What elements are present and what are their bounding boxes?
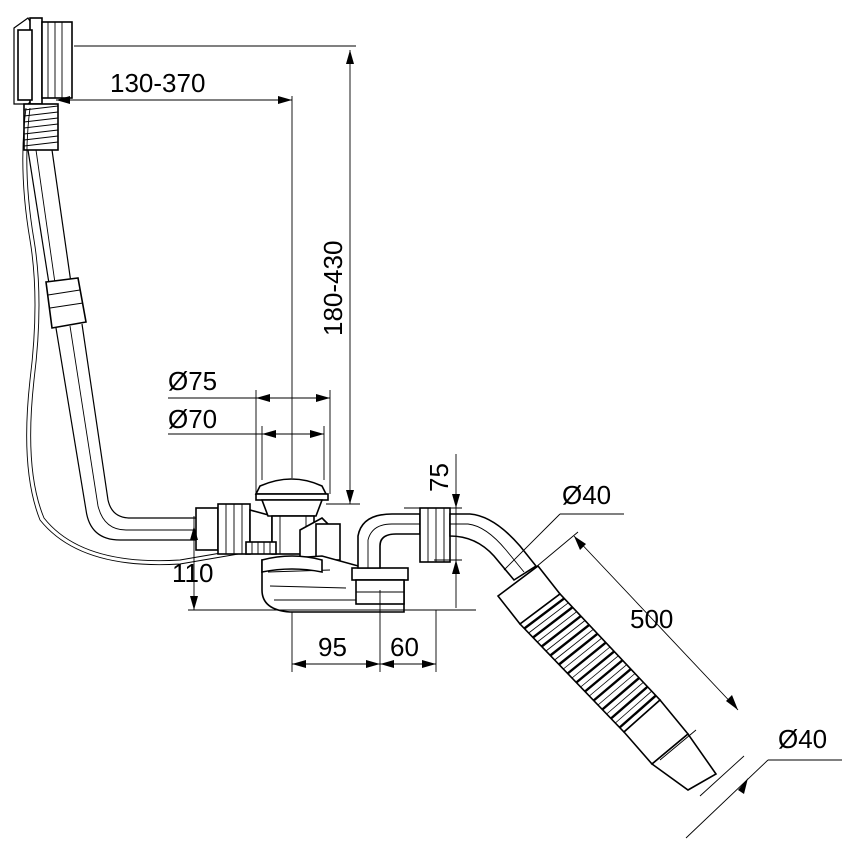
hose-rib	[580, 655, 619, 688]
hose-rib	[558, 632, 599, 666]
waste-body	[195, 478, 409, 613]
dim-outlet-offset-a: 95	[318, 632, 347, 662]
hose-rib	[584, 659, 624, 693]
dim-waste-height: 110	[172, 558, 213, 588]
hose-rib	[523, 597, 565, 630]
hose-rib	[563, 637, 602, 670]
hose-rib	[589, 664, 627, 697]
plug-head	[254, 478, 329, 555]
dim-overflow-offset: 130-370	[110, 68, 205, 98]
dim-outlet-offset-b: 60	[390, 632, 419, 662]
corrugated-hose	[496, 564, 718, 791]
overflow-middle-coupling	[45, 277, 87, 329]
dimension-labels: 130-370 180-430 Ø75 Ø70 75 110 95 60 Ø40…	[110, 68, 827, 754]
hose-rib	[615, 690, 652, 724]
dimension-lines	[56, 45, 842, 839]
hose-rib	[528, 602, 569, 634]
dim-hose-diameter-end: Ø40	[778, 724, 827, 754]
hose-rib	[540, 615, 582, 648]
dim-overflow-height: 180-430	[318, 241, 348, 336]
hose-rib	[618, 694, 657, 729]
hose-rib	[592, 668, 632, 702]
hose-rib	[597, 673, 636, 706]
hose-rib	[571, 646, 611, 679]
dim-hose-length: 500	[630, 604, 673, 634]
dim-inner-diameter: Ø70	[168, 404, 217, 434]
hose-rib	[537, 611, 577, 643]
hose-rib	[610, 685, 649, 720]
hose-rib	[606, 682, 644, 715]
hose-rib	[532, 606, 574, 639]
overflow-pipe	[22, 103, 251, 566]
dim-outer-diameter: Ø75	[168, 366, 217, 396]
hose-rib	[566, 641, 607, 675]
outlet-elbow	[357, 507, 538, 582]
hose-rib	[549, 623, 590, 657]
hose-rib	[545, 620, 586, 652]
hose-rib	[575, 650, 615, 684]
dim-hose-diameter-top: Ø40	[562, 480, 611, 510]
hose-rib	[601, 677, 640, 711]
dim-trap-height: 75	[424, 463, 454, 492]
hose-rib	[554, 629, 594, 661]
overflow-spring-coupling	[23, 103, 59, 151]
overflow-head	[13, 17, 73, 105]
